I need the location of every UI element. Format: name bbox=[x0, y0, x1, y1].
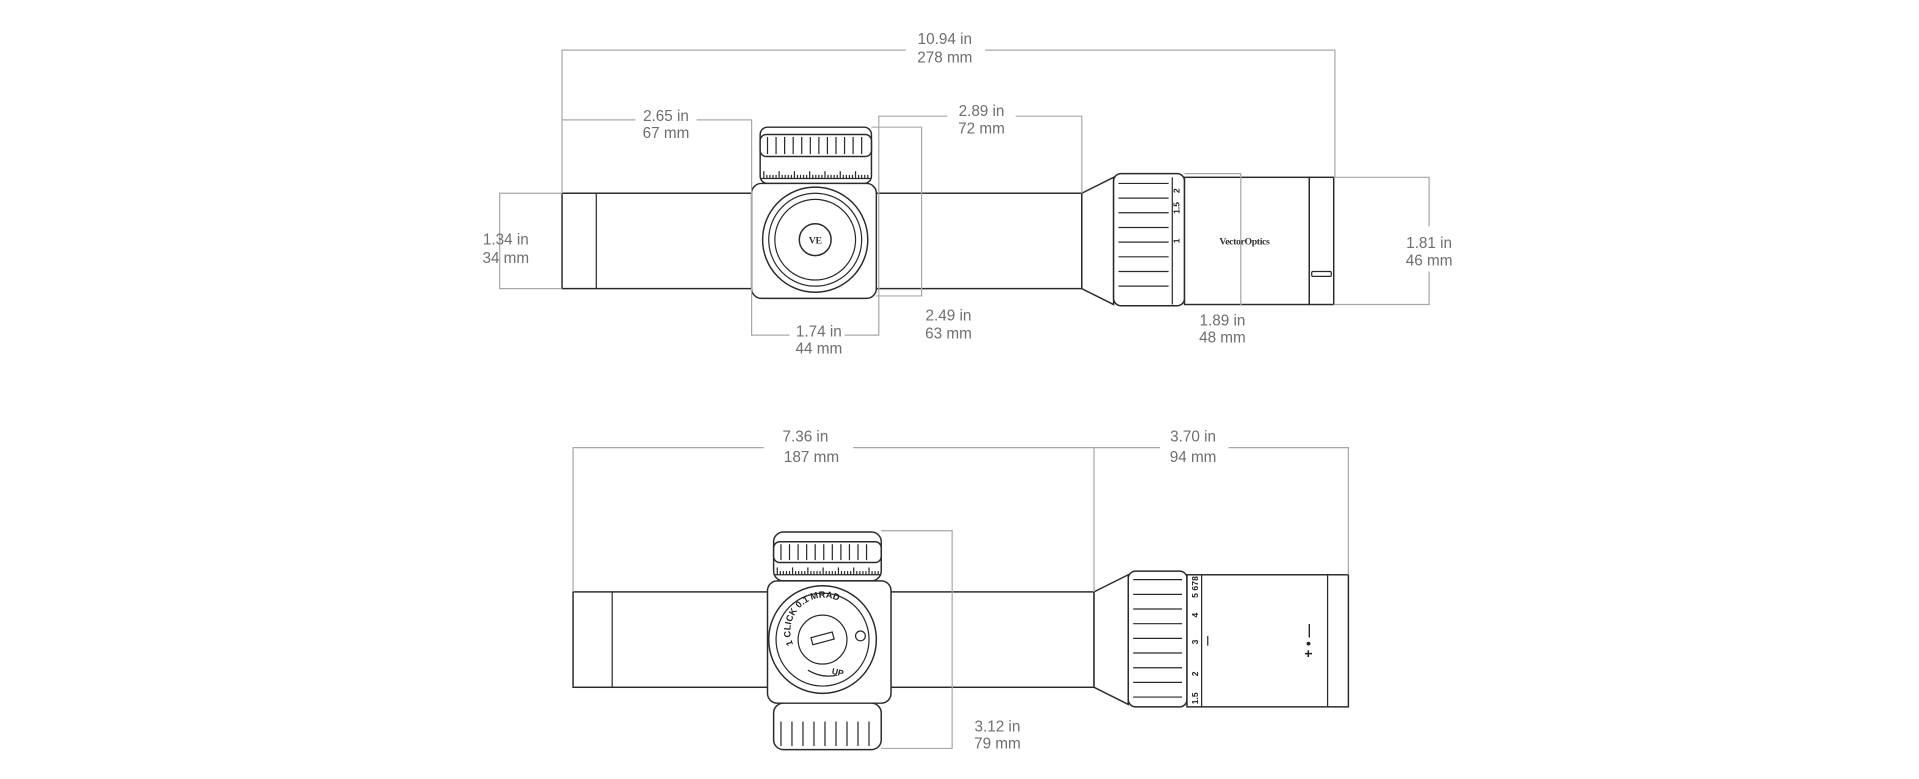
top-dimension-labels: 10.94 in 278 mm 2.65 in 67 mm 2.89 in 72… bbox=[482, 31, 1452, 357]
logo-text: VE bbox=[809, 235, 823, 246]
turret-knurl bbox=[759, 133, 873, 158]
mag-ring-length-in: 1.89 in bbox=[1200, 312, 1246, 329]
mag-mark: 1 bbox=[1172, 238, 1182, 243]
turret-width-in: 1.74 in bbox=[796, 323, 842, 340]
overall-length-in: 10.94 in bbox=[918, 31, 972, 48]
mag-ring-knurl bbox=[1133, 579, 1183, 698]
rear-length-in: 3.70 in bbox=[1170, 428, 1216, 445]
mag-mark: 4 bbox=[1190, 613, 1200, 618]
side-dimension-lines bbox=[572, 446, 1349, 750]
turret-scale-ticks bbox=[776, 567, 879, 575]
turret-scale-ticks bbox=[763, 171, 869, 179]
objective-cap bbox=[1308, 176, 1335, 306]
turret-width-mm: 44 mm bbox=[796, 340, 843, 357]
dial-cap bbox=[797, 614, 848, 665]
mag-mark: 6 bbox=[1190, 586, 1200, 591]
slot-icon bbox=[810, 631, 835, 646]
side-dial bbox=[767, 585, 878, 695]
mag-mark: 3 bbox=[1190, 639, 1200, 644]
turret-to-bell-in: 2.89 in bbox=[959, 103, 1005, 120]
mag-mark: 8 bbox=[1190, 576, 1200, 581]
front-length-mm: 187 mm bbox=[784, 449, 839, 466]
mag-ring-knurl bbox=[1118, 182, 1169, 287]
indicator-dot bbox=[854, 630, 866, 642]
mag-ring-length-mm: 48 mm bbox=[1199, 329, 1246, 346]
top-scope-drawing: VE 2 1.5 1 VectorOptics bbox=[561, 126, 1335, 307]
illumination-marks: + • — bbox=[1301, 624, 1316, 658]
turret-knurl bbox=[772, 541, 882, 564]
mag-mark: 2 bbox=[1172, 188, 1182, 193]
magnification-ring bbox=[1127, 570, 1188, 708]
eyepiece-length-in: 2.65 in bbox=[643, 108, 689, 125]
side-dimension-labels: 7.36 in 187 mm 3.70 in 94 mm 3.12 in 79 … bbox=[782, 428, 1216, 752]
objective-diameter-in: 1.81 in bbox=[1406, 235, 1452, 252]
objective-diameter-mm: 46 mm bbox=[1406, 252, 1453, 269]
windage-turret bbox=[772, 702, 882, 751]
rear-length-mm: 94 mm bbox=[1170, 449, 1217, 466]
mag-mark: 1.5 bbox=[1190, 692, 1200, 704]
top-view: VE 2 1.5 1 VectorOptics bbox=[482, 31, 1452, 357]
turret-height-in: 3.12 in bbox=[974, 718, 1020, 735]
objective-body bbox=[1186, 574, 1350, 708]
tube-diameter-mm: 34 mm bbox=[482, 250, 529, 267]
eyepiece-length-mm: 67 mm bbox=[643, 125, 690, 142]
front-length-in: 7.36 in bbox=[782, 428, 828, 445]
turret-height-mm: 79 mm bbox=[974, 735, 1021, 752]
top-dimension-lines bbox=[499, 49, 1430, 336]
taper bbox=[1093, 573, 1129, 706]
objective-body bbox=[1183, 176, 1310, 306]
turret-knurl-lines bbox=[766, 136, 863, 155]
logo-badge bbox=[798, 223, 832, 257]
taper bbox=[1081, 176, 1115, 306]
overall-length-mm: 278 mm bbox=[917, 49, 972, 66]
mag-mark: 5 bbox=[1190, 593, 1200, 598]
turret-height-mm: 63 mm bbox=[925, 326, 972, 343]
brand-logo: VectorOptics bbox=[1219, 237, 1270, 248]
windage-knurl-lines bbox=[780, 721, 870, 746]
turret-knurl-lines bbox=[780, 544, 868, 561]
mag-mark: 2 bbox=[1190, 671, 1200, 676]
tube-diameter-in: 1.34 in bbox=[483, 232, 529, 249]
turret-height-in: 2.49 in bbox=[926, 307, 972, 324]
turret-to-bell-mm: 72 mm bbox=[958, 120, 1005, 137]
mag-mark: 7 bbox=[1190, 581, 1200, 586]
mag-mark: 1.5 bbox=[1172, 202, 1182, 214]
side-mag-marks: 1.5 2 3 4 5 678 bbox=[1190, 576, 1200, 704]
